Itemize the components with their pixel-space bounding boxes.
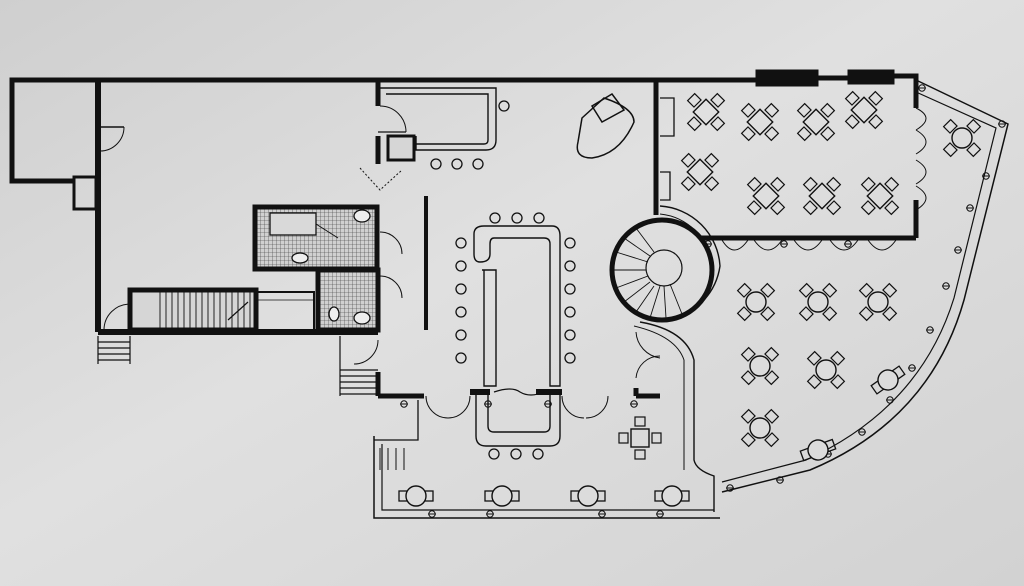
center-bar bbox=[473, 225, 561, 447]
restroom-lower bbox=[315, 267, 381, 333]
dining-room-walls bbox=[660, 69, 927, 251]
grand-piano bbox=[576, 93, 635, 159]
bar-hall-walls bbox=[353, 77, 661, 419]
upper-counter bbox=[380, 87, 497, 162]
spiral-staircase bbox=[609, 205, 721, 512]
rear-steps bbox=[97, 336, 131, 364]
entry-steps bbox=[339, 336, 378, 396]
stair-block bbox=[127, 287, 315, 333]
restroom-upper bbox=[252, 204, 380, 272]
patio-walls bbox=[373, 400, 720, 519]
